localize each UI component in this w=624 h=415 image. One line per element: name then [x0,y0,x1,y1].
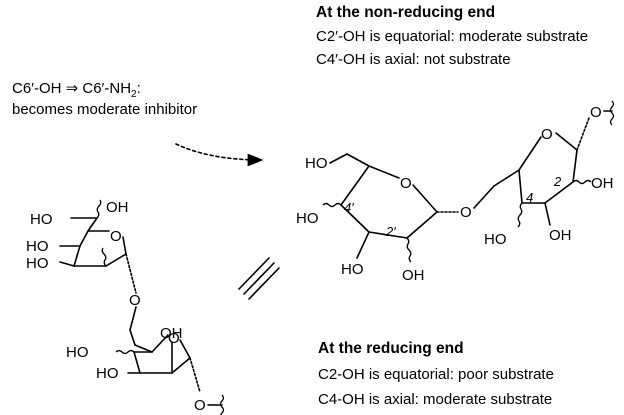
atom-ho-c3p: HO [341,261,364,278]
reducing-line-c2: C2-OH is equatorial: poor substrate [318,366,554,383]
atom-o-left-b-reducing: O [194,397,206,414]
atom-o-left-b-ring: O [168,330,180,347]
atom-oh-left-c4: OH [106,199,129,216]
left-top-ring [59,199,137,331]
atom-oh-c2p: OH [402,267,425,284]
non-reducing-heading: At the non-reducing end [316,4,496,21]
atom-oh-c3: OH [549,227,572,244]
atom-o-glycosidic: O [460,204,472,221]
atom-ho-c4p: HO [296,210,319,227]
label-4: 4 [526,190,533,205]
modification-suffix: : [136,80,141,97]
atom-ho-left-b-c4: HO [66,344,89,361]
non-reducing-ring [322,153,495,263]
atom-ho-left-c2: HO [26,255,49,272]
label-4-prime: 4′ [344,200,354,215]
modification-line-1: C6′-OH ⇒ C6′-NH2: [12,79,141,100]
atom-ho-left-c6: HO [30,211,53,228]
label-2: 2 [553,174,562,189]
dotted-arrow [175,143,264,167]
atom-o-left-glycosidic: O [129,292,141,309]
atom-ho-c6p: HO [305,155,328,172]
equivalence-sign [238,257,280,300]
left-bottom-ring [115,329,225,415]
non-reducing-line-c4: C4′-OH is axial: not substrate [316,51,511,68]
atom-o-reducing: O [590,104,602,121]
atom-o-ring-p: O [400,175,412,192]
modification-line-2: becomes moderate inhibitor [12,101,198,118]
atom-ho-left-b-c3: HO [96,365,119,382]
label-2-prime: 2′ [385,224,396,239]
atom-o-ring: O [541,126,553,143]
atom-ho-left-c3: HO [26,238,49,255]
modification-prefix: C6′-OH ⇒ C6′-NH [12,80,132,97]
atom-ho-c4: HO [484,231,507,248]
atom-o-left-ring: O [110,228,122,245]
atom-oh-left-b-c2: OH [160,325,183,342]
reducing-heading: At the reducing end [318,340,464,357]
modification-subscript: 2 [131,89,137,100]
reducing-line-c4: C4-OH is axial: moderate substrate [318,391,553,408]
reducing-ring [493,100,615,228]
atom-oh-c2: OH [591,175,614,192]
non-reducing-line-c2: C2′-OH is equatorial: moderate substrate [316,28,589,45]
